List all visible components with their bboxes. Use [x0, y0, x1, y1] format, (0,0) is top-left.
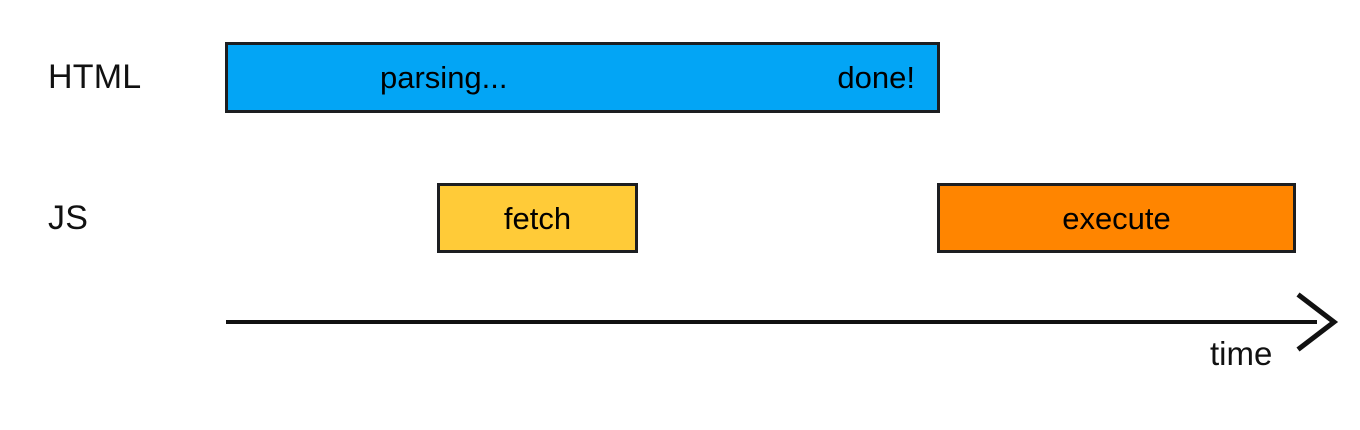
- row-label-html: HTML: [48, 58, 142, 96]
- bar-html-parsing-label-end: done!: [837, 60, 915, 95]
- row-label-js: JS: [48, 199, 89, 237]
- time-axis-arrow-icon: [226, 292, 1339, 352]
- bar-js-execute: execute: [937, 183, 1296, 253]
- bar-html-parsing: parsing... done!: [225, 42, 940, 113]
- bar-html-parsing-label-start: parsing...: [380, 60, 508, 95]
- time-axis-label: time: [1210, 335, 1273, 372]
- bar-js-execute-label: execute: [1062, 200, 1171, 236]
- bar-js-fetch-label: fetch: [503, 200, 572, 236]
- bar-js-fetch: fetch: [437, 183, 638, 253]
